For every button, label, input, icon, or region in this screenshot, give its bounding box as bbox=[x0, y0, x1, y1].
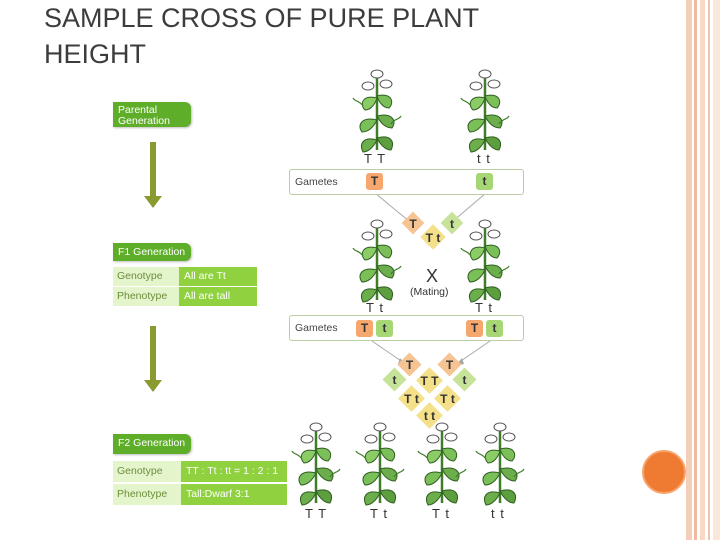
border-band bbox=[700, 0, 705, 540]
parental-generation-label: Parental Generation bbox=[113, 102, 191, 127]
plant-icon bbox=[351, 218, 403, 304]
title-line-2: HEIGHT bbox=[44, 39, 147, 69]
f1-plant-1-genotype: T t bbox=[366, 300, 384, 315]
f1-generation-label: F1 Generation bbox=[113, 243, 191, 261]
gamete-allele: t bbox=[476, 173, 493, 190]
f1-phenotype-row: Phenotype All are tall bbox=[113, 287, 257, 306]
plant-icon bbox=[459, 218, 511, 304]
border-band bbox=[713, 0, 720, 540]
f2-plant-4-genotype: t t bbox=[491, 506, 505, 521]
gametes-label: Gametes bbox=[295, 322, 338, 334]
plant-icon bbox=[416, 421, 468, 507]
row-value: TT : Tt : tt = 1 : 2 : 1 bbox=[181, 461, 287, 482]
f2-generation-label: F2 Generation bbox=[113, 434, 191, 454]
plant-icon bbox=[351, 68, 403, 154]
gamete-allele: T bbox=[356, 320, 373, 337]
f2-cross-mid-right: T t bbox=[440, 392, 455, 406]
row-key: Phenotype bbox=[113, 484, 181, 505]
gametes-label: Gametes bbox=[295, 176, 338, 188]
gamete-allele: T bbox=[366, 173, 383, 190]
down-arrow-icon bbox=[144, 142, 162, 208]
border-band bbox=[694, 0, 697, 540]
f1-cross-result: T t bbox=[426, 231, 441, 245]
plant-icon bbox=[474, 421, 526, 507]
f2-cross-mid-left: T t bbox=[404, 392, 419, 406]
row-key: Phenotype bbox=[113, 287, 179, 306]
f2-cross-bottom: t t bbox=[424, 409, 435, 423]
f1-plant-2-genotype: T t bbox=[475, 300, 493, 315]
mating-cross-symbol: X bbox=[426, 266, 439, 286]
f2-plant-3-genotype: T t bbox=[432, 506, 450, 521]
slide-title: SAMPLE CROSS OF PURE PLANT HEIGHT bbox=[44, 0, 604, 72]
f2-cross-center: T T bbox=[421, 374, 440, 388]
f2-cross-top-left: T bbox=[406, 358, 414, 372]
row-value: All are Tt bbox=[179, 267, 257, 286]
gametes-box-1: Gametes T t bbox=[289, 169, 524, 195]
f1-cross-right: t bbox=[450, 217, 454, 231]
f2-plant-2-genotype: T t bbox=[370, 506, 388, 521]
f2-cross-left: t bbox=[393, 373, 397, 387]
border-band bbox=[708, 0, 710, 540]
parental-label-line-1: Parental bbox=[118, 104, 158, 116]
down-arrow-icon bbox=[144, 326, 162, 392]
f1-cross-diamond: T t T t bbox=[401, 211, 464, 250]
mating-label: (Mating) bbox=[410, 286, 449, 298]
orange-circle-decoration bbox=[642, 450, 686, 494]
gamete-allele: t bbox=[376, 320, 393, 337]
parental-plant-2-genotype: t t bbox=[477, 151, 491, 166]
plant-icon bbox=[459, 68, 511, 154]
f1-genotype-row: Genotype All are Tt bbox=[113, 267, 257, 286]
f1-cross-left: T bbox=[409, 217, 417, 231]
title-line-1: SAMPLE CROSS OF PURE PLANT bbox=[44, 3, 480, 33]
parental-plant-1-genotype: T T bbox=[364, 151, 387, 166]
row-key: Genotype bbox=[113, 267, 179, 286]
f2-phenotype-row: Phenotype Tall:Dwarf 3:1 bbox=[113, 484, 287, 505]
f2-cross-top-right: T bbox=[446, 358, 454, 372]
row-key: Genotype bbox=[113, 461, 181, 482]
row-value: All are tall bbox=[179, 287, 257, 306]
f2-plant-1-genotype: T T bbox=[305, 506, 328, 521]
f2-cross-right: t bbox=[463, 373, 467, 387]
f2-cross-diamond: T T t t T T T t T t t t bbox=[382, 352, 477, 429]
plant-icon bbox=[354, 421, 406, 507]
row-value: Tall:Dwarf 3:1 bbox=[181, 484, 287, 505]
border-band bbox=[686, 0, 692, 540]
f2-genotype-row: Genotype TT : Tt : tt = 1 : 2 : 1 bbox=[113, 461, 287, 482]
gametes-box-2: Gametes T t T t bbox=[289, 315, 524, 341]
gamete-allele: T bbox=[466, 320, 483, 337]
parental-label-line-2: Generation bbox=[118, 115, 170, 127]
plant-icon bbox=[290, 421, 342, 507]
gamete-allele: t bbox=[486, 320, 503, 337]
